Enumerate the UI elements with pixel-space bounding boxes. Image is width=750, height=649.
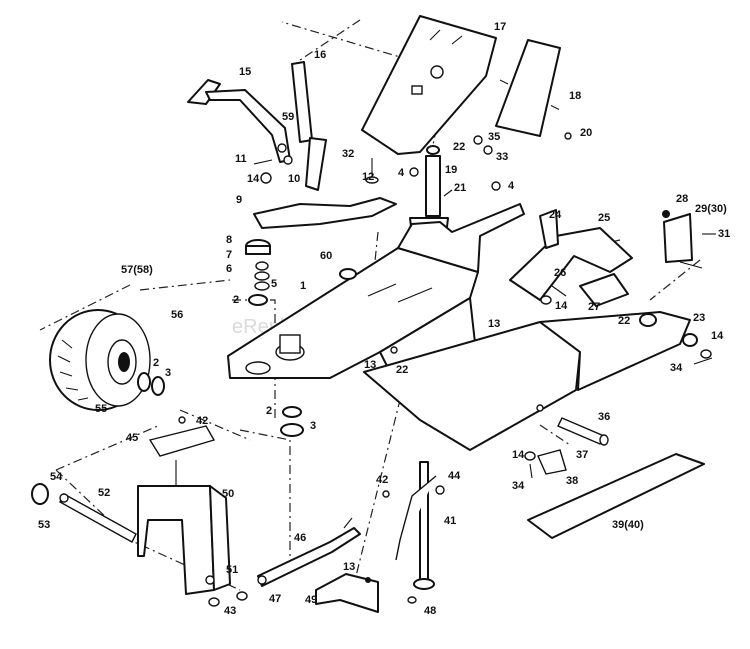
- callout-c19: 19: [445, 164, 457, 176]
- callout-c42a: 42: [196, 415, 208, 427]
- callout-c22a: 22: [453, 141, 465, 153]
- callout-c15: 15: [239, 66, 251, 78]
- seat-plate: [361, 15, 497, 155]
- callout-c18: 18: [569, 90, 581, 102]
- callout-c33: 33: [496, 151, 508, 163]
- pedal-bracket: [509, 209, 633, 307]
- rear-bracket: [662, 210, 716, 269]
- callout-c22c: 22: [618, 315, 630, 327]
- callout-c55: 55: [95, 403, 107, 415]
- callout-c25: 25: [598, 212, 610, 224]
- callout-c7: 7: [226, 249, 232, 261]
- callout-c36: 36: [598, 411, 610, 423]
- callout-c14b: 14: [555, 300, 568, 312]
- callout-c54: 54: [50, 471, 63, 483]
- callout-c45: 45: [126, 432, 138, 444]
- callout-c14a: 14: [247, 173, 260, 185]
- callout-c20: 20: [580, 127, 592, 139]
- callout-c42b: 42: [376, 474, 388, 486]
- frame-bushing: [339, 268, 357, 280]
- callout-c14c: 14: [711, 330, 724, 342]
- linkage-bar: [253, 197, 397, 229]
- handle-fasteners: [253, 143, 293, 184]
- callout-c13b: 13: [343, 561, 355, 573]
- callout-c13a: 13: [364, 359, 376, 371]
- callout-c2b: 2: [233, 294, 239, 306]
- callout-c37: 37: [576, 449, 588, 461]
- callout-c51: 51: [226, 564, 238, 576]
- tire-wheel: [49, 309, 151, 411]
- gearbox-bracket: [137, 485, 231, 595]
- lower-bushings: [280, 406, 304, 437]
- callout-c11: 11: [235, 153, 247, 165]
- chain-right: [382, 475, 445, 561]
- callout-c4b: 4: [508, 180, 515, 192]
- callout-c17: 17: [494, 21, 506, 33]
- callout-c12: 12: [362, 171, 374, 183]
- callout-c24: 24: [549, 209, 562, 221]
- callout-c3b: 3: [310, 420, 316, 432]
- callout-c32: 32: [342, 148, 354, 160]
- callout-labels: 1222334456789101112131313141414141516171…: [38, 21, 730, 617]
- callout-c23: 23: [693, 312, 705, 324]
- column-hardware: [409, 167, 501, 197]
- right-hardware: [639, 313, 713, 365]
- callout-c1: 1: [300, 280, 306, 292]
- callout-c2a: 2: [153, 357, 159, 369]
- column-bolt: [365, 158, 379, 184]
- callout-c34a: 34: [670, 362, 683, 374]
- callout-c47: 47: [269, 593, 281, 605]
- callout-c2c: 2: [266, 405, 272, 417]
- pin-assembly: [524, 417, 609, 479]
- callout-c43: 43: [224, 605, 236, 617]
- lower-bracket: [315, 573, 379, 613]
- callout-c27: 27: [588, 301, 600, 313]
- callout-c39: 39(40): [612, 519, 644, 531]
- callout-c13c: 13: [488, 318, 500, 330]
- callout-c57: 57(58): [121, 264, 153, 276]
- callout-c22b: 22: [396, 364, 408, 376]
- callout-c46: 46: [294, 532, 306, 544]
- callout-c52: 52: [98, 487, 110, 499]
- callout-c26: 26: [554, 267, 566, 279]
- callout-c29: 29(30): [695, 203, 727, 215]
- callout-c14d: 14: [512, 449, 525, 461]
- callout-c10: 10: [288, 173, 300, 185]
- callout-c16: 16: [314, 49, 326, 61]
- callout-c49: 49: [305, 594, 317, 606]
- callout-c38: 38: [566, 475, 578, 487]
- callout-c3a: 3: [165, 367, 171, 379]
- wheel-bearing: [137, 372, 165, 396]
- side-cover: [495, 39, 561, 137]
- callout-c35: 35: [488, 131, 500, 143]
- callout-c9: 9: [236, 194, 242, 206]
- lower-hardware: [208, 591, 417, 607]
- callout-c6: 6: [226, 263, 232, 275]
- callout-c28: 28: [676, 193, 688, 205]
- callout-c48: 48: [424, 605, 436, 617]
- lower-frame-beam: [363, 311, 691, 451]
- callout-c59: 59: [282, 111, 294, 123]
- callout-c4a: 4: [398, 167, 405, 179]
- handle-grip: [291, 61, 327, 191]
- foot-pad: [527, 453, 705, 539]
- handle-bar: [187, 79, 291, 163]
- callout-c21: 21: [454, 182, 466, 194]
- callout-c53: 53: [38, 519, 50, 531]
- drive-shaft: [413, 461, 435, 590]
- callout-c50: 50: [222, 488, 234, 500]
- callout-c8: 8: [226, 234, 232, 246]
- plate-hardware: [473, 132, 572, 155]
- callout-c34b: 34: [512, 480, 525, 492]
- axle-assembly: [31, 483, 137, 543]
- pivot-stack: [245, 239, 271, 306]
- callout-c31: 31: [718, 228, 730, 240]
- callout-c5: 5: [271, 278, 277, 290]
- callout-c60: 60: [320, 250, 332, 262]
- callout-c44: 44: [448, 470, 461, 482]
- callout-c56: 56: [171, 309, 183, 321]
- callout-c41: 41: [444, 515, 456, 527]
- drive-arm: [257, 517, 361, 587]
